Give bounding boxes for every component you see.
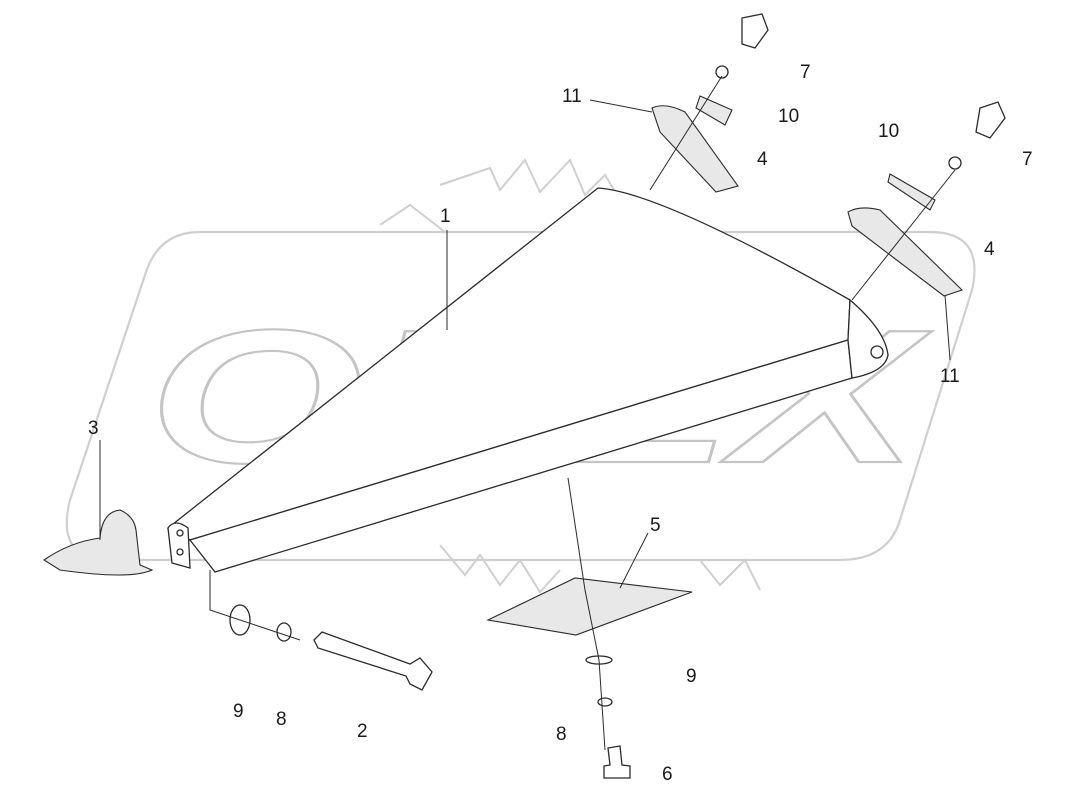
- part-10-washer-right: [948, 156, 962, 170]
- end-cap-shape: [42, 509, 154, 576]
- callout-5: 5: [650, 515, 661, 536]
- callout-11-right: 11: [940, 366, 960, 387]
- right-bracket-assembly: [847, 101, 1006, 297]
- part-5-bottom-plate: [486, 577, 693, 636]
- assembly-lines: [99, 75, 956, 751]
- part-11-plate-upper: [651, 105, 739, 193]
- part-3-end-cap: [42, 509, 154, 576]
- part-2-long-bolt: [313, 631, 433, 691]
- part-7-bolt-right: [975, 101, 1006, 139]
- part-8-lockwasher-left: [276, 622, 292, 642]
- callout-11-upper: 11: [562, 86, 582, 107]
- frame-left-hole-upper: [176, 529, 184, 537]
- upper-bracket-assembly: [651, 13, 769, 193]
- frame-right-hole: [870, 345, 884, 359]
- callout-6: 6: [662, 764, 673, 785]
- frame-left-bracket: [167, 522, 191, 569]
- callout-8-left: 8: [276, 709, 287, 730]
- callout-9-left: 9: [233, 701, 244, 722]
- callout-7-right: 7: [1022, 149, 1033, 170]
- part-4-plate-upper: [695, 95, 733, 126]
- callout-3: 3: [88, 418, 99, 439]
- part-4-plate-right: [887, 173, 936, 211]
- callout-4-right: 4: [984, 239, 995, 260]
- part-11-plate-right: [847, 207, 964, 297]
- callout-1: 1: [440, 206, 451, 227]
- callouts: 1 2 3 4 4 5 6 7 7 8 8 9 9 10 10 11 11: [88, 62, 1033, 785]
- lower-right-fasteners: [585, 655, 631, 779]
- callout-9-bottom: 9: [686, 666, 697, 687]
- callout-7-upper: 7: [800, 62, 811, 83]
- part-8-lockwasher-bottom: [597, 697, 613, 707]
- watermark-stadium-outline: [65, 230, 976, 562]
- part-10-washer-upper: [715, 65, 729, 79]
- part-6-short-bolt: [603, 745, 631, 779]
- part-7-bolt-upper: [741, 13, 769, 49]
- callout-8-bottom: 8: [556, 724, 567, 745]
- callout-4-upper: 4: [757, 149, 768, 170]
- callout-10-right: 10: [878, 121, 899, 142]
- lower-left-fasteners: [229, 604, 433, 691]
- callout-10-upper: 10: [778, 106, 799, 127]
- part-1-frame: [166, 187, 889, 573]
- frame-left-hole-lower: [176, 548, 184, 556]
- watermark-gear-outline: [379, 158, 761, 594]
- callout-2: 2: [357, 721, 368, 742]
